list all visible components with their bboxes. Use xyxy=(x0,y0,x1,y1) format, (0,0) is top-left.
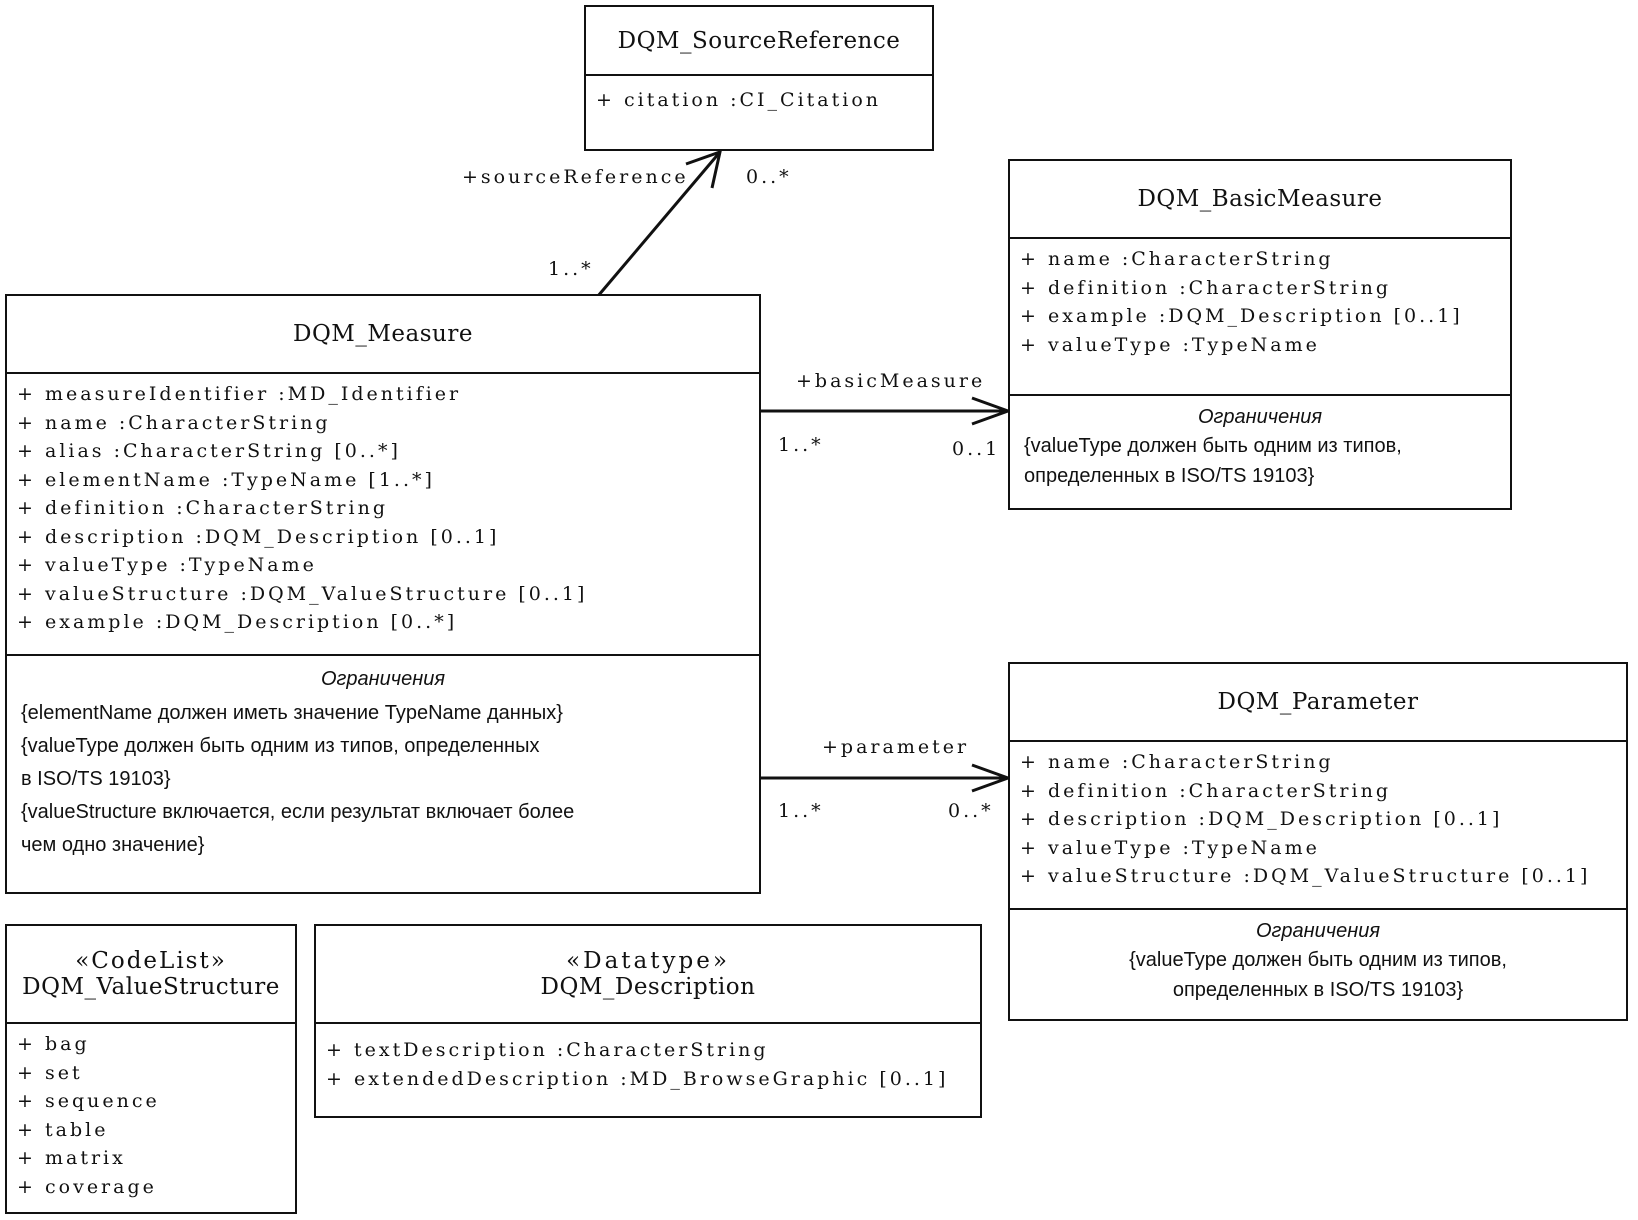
constraint: {valueType должен быть одним из типов, xyxy=(1129,949,1507,971)
attribute: +extendedDescription :MD_BrowseGraphic [… xyxy=(326,1067,949,1090)
constraints-compartment: Ограничения {elementName должен иметь зн… xyxy=(7,654,759,868)
mult-target-source-reference: 0..* xyxy=(746,166,792,188)
class-dqm-parameter[interactable]: DQM_Parameter +name :CharacterString +de… xyxy=(1008,662,1628,1021)
class-header: DQM_BasicMeasure xyxy=(1010,161,1510,239)
mult-target-basic-measure: 0..1 xyxy=(952,438,1001,460)
class-name: DQM_BasicMeasure xyxy=(1137,186,1383,212)
constraint: определенных в ISO/TS 19103} xyxy=(1172,979,1464,1001)
attribute: +name :CharacterString xyxy=(1020,751,1334,773)
class-stereotype: «Datatype» xyxy=(566,948,730,974)
attribute: +valueType :TypeName xyxy=(17,554,317,576)
attribute: +bag xyxy=(17,1033,90,1055)
attribute: +measureIdentifier :MD_Identifier xyxy=(17,383,462,405)
attribute: +valueType :TypeName xyxy=(1020,333,1320,356)
attribute: +valueStructure :DQM_ValueStructure [0..… xyxy=(17,582,588,605)
constraint: чем одно значение} xyxy=(21,834,205,856)
attribute: +example :DQM_Description [0..1] xyxy=(1020,305,1463,327)
attribute: +set xyxy=(17,1061,83,1084)
role-source-reference: +sourceReference xyxy=(462,166,689,188)
association-line-source-reference xyxy=(596,151,722,297)
class-header: «Datatype» DQM_Description xyxy=(316,926,980,1024)
class-name: DQM_ValueStructure xyxy=(22,974,280,1000)
class-dqm-measure[interactable]: DQM_Measure +measureIdentifier :MD_Ident… xyxy=(5,294,761,894)
attribute-list: +measureIdentifier :MD_Identifier +name … xyxy=(7,374,759,654)
arrowhead-source-reference xyxy=(685,149,723,189)
attribute: +definition :CharacterString xyxy=(1020,779,1391,802)
attribute-list: +bag +set +sequence +table +matrix +cove… xyxy=(7,1024,295,1207)
attribute: +description :DQM_Description [0..1] xyxy=(17,525,500,548)
class-dqm-description[interactable]: «Datatype» DQM_Description +textDescript… xyxy=(314,924,982,1118)
role-basic-measure: +basicMeasure xyxy=(796,370,986,392)
constraints-compartment: Ограничения {valueType должен быть одним… xyxy=(1010,908,1626,1011)
constraint: {elementName должен иметь значение TypeN… xyxy=(21,702,563,724)
class-name: DQM_Parameter xyxy=(1217,689,1419,715)
constraint: {valueType должен быть одним из типов, о… xyxy=(21,735,540,757)
mult-source-parameter: 1..* xyxy=(778,800,824,822)
mult-target-parameter: 0..* xyxy=(948,800,994,822)
attribute-list: +name :CharacterString +definition :Char… xyxy=(1010,742,1626,908)
attribute: +coverage xyxy=(17,1175,157,1198)
attribute-list: +citation :CI_Citation xyxy=(586,76,932,121)
class-stereotype: «CodeList» xyxy=(75,948,227,974)
constraints-title: Ограничения xyxy=(1255,920,1381,942)
constraint: {valueType должен быть одним из типов, xyxy=(1024,435,1402,457)
constraint: {valueStructure включается, если результ… xyxy=(21,801,575,823)
class-name: DQM_SourceReference xyxy=(617,27,901,54)
attribute: +definition :CharacterString xyxy=(17,497,388,519)
constraint: в ISO/TS 19103} xyxy=(21,768,171,790)
class-header: «CodeList» DQM_ValueStructure xyxy=(7,926,295,1024)
class-header: DQM_SourceReference xyxy=(586,7,932,76)
attribute: +alias :CharacterString [0..*] xyxy=(17,440,401,462)
class-header: DQM_Parameter xyxy=(1010,664,1626,742)
attribute: +definition :CharacterString xyxy=(1020,276,1391,299)
attribute-list: +name :CharacterString +definition :Char… xyxy=(1010,239,1510,394)
constraints-compartment: Ограничения {valueType должен быть одним… xyxy=(1010,394,1510,497)
class-name: DQM_Measure xyxy=(293,321,473,347)
class-dqm-source-reference[interactable]: DQM_SourceReference +citation :CI_Citati… xyxy=(584,5,934,151)
mult-source-basic-measure: 1..* xyxy=(778,434,824,456)
attribute: +citation :CI_Citation xyxy=(596,89,882,111)
attribute: +example :DQM_Description [0..*] xyxy=(17,611,458,633)
attribute: +sequence xyxy=(17,1090,160,1112)
constraints-title: Ограничения xyxy=(320,668,446,690)
attribute: +description :DQM_Description [0..1] xyxy=(1020,808,1503,830)
attribute: +matrix xyxy=(17,1147,126,1169)
attribute: +valueType :TypeName xyxy=(1020,836,1320,859)
attribute: +valueStructure :DQM_ValueStructure [0..… xyxy=(1020,865,1591,887)
class-header: DQM_Measure xyxy=(7,296,759,374)
class-dqm-value-structure[interactable]: «CodeList» DQM_ValueStructure +bag +set … xyxy=(5,924,297,1214)
constraint: определенных в ISO/TS 19103} xyxy=(1024,465,1315,487)
class-name: DQM_Description xyxy=(540,974,756,1000)
class-dqm-basic-measure[interactable]: DQM_BasicMeasure +name :CharacterString … xyxy=(1008,159,1512,510)
role-parameter: +parameter xyxy=(822,736,970,758)
attribute: +name :CharacterString xyxy=(1020,248,1334,270)
mult-source-source-reference: 1..* xyxy=(548,258,594,280)
constraints-title: Ограничения xyxy=(1197,406,1323,428)
attribute: +name :CharacterString xyxy=(17,411,331,434)
attribute: +textDescription :CharacterString xyxy=(326,1039,769,1061)
attribute: +elementName :TypeName [1..*] xyxy=(17,468,435,491)
attribute-list: +textDescription :CharacterString +exten… xyxy=(316,1024,980,1099)
attribute: +table xyxy=(17,1118,109,1141)
